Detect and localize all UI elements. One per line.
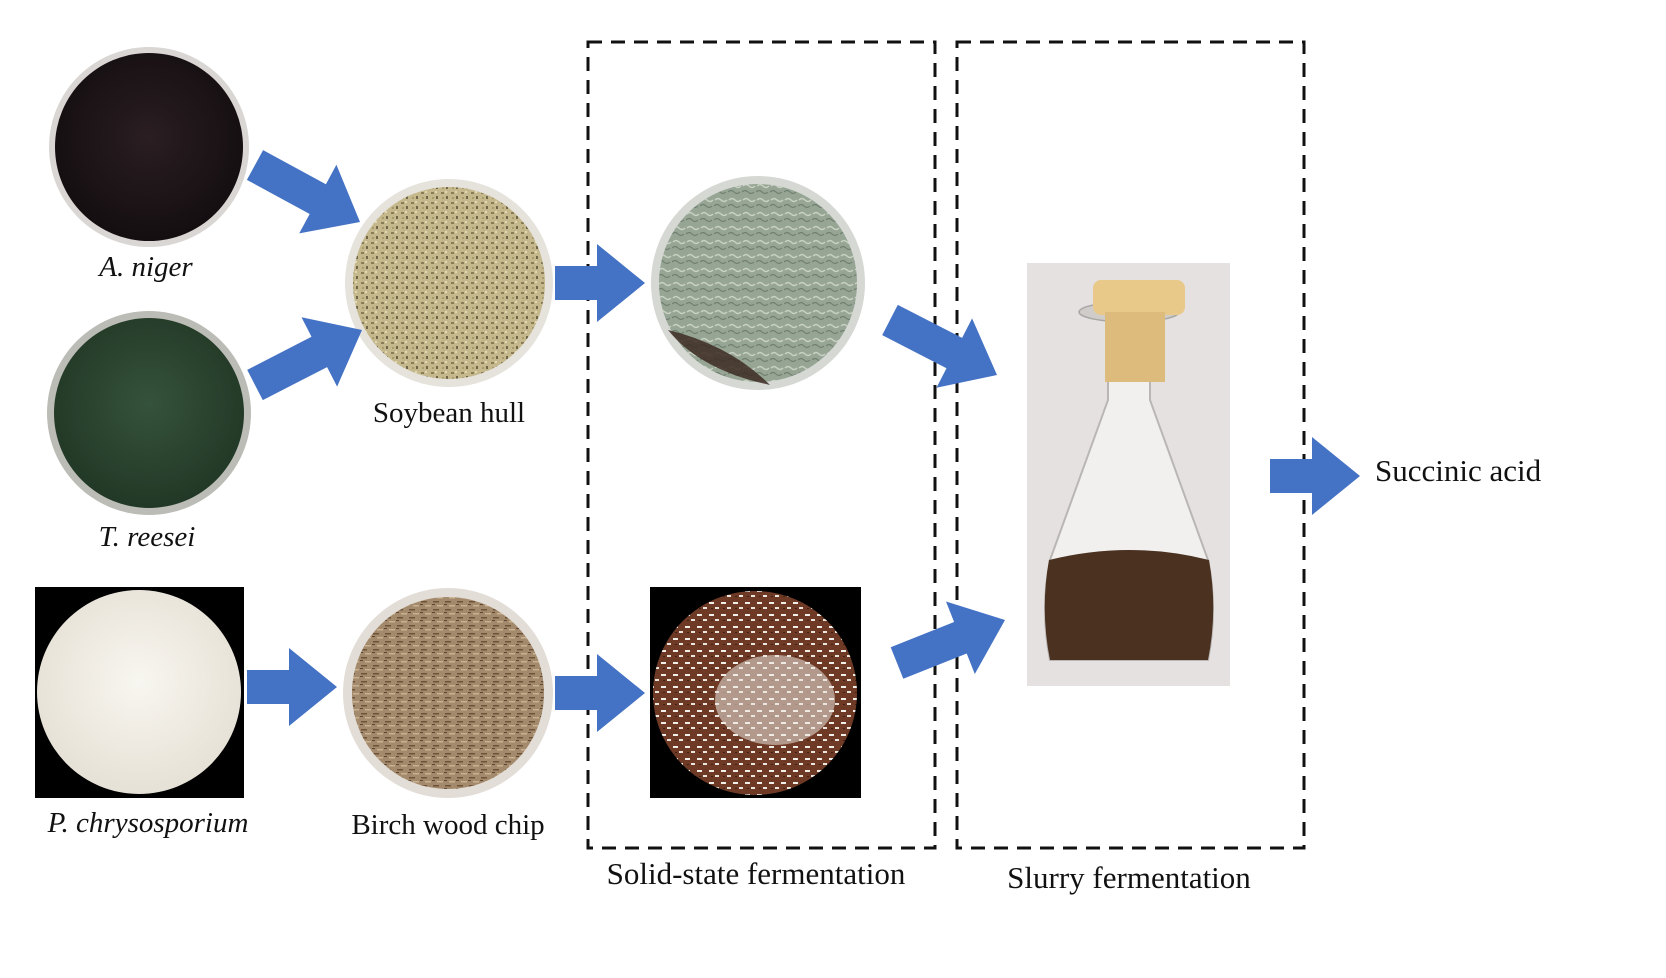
- soybean-hull-label: Soybean hull: [373, 397, 525, 429]
- t-reesei-petri-dish: [47, 311, 251, 515]
- soybean-hull-dish: [345, 179, 553, 387]
- arrow-ssf-birch-to-flask: [890, 601, 1005, 679]
- slurry-fermentation-label: Slurry fermentation: [1007, 860, 1251, 895]
- a-niger-label: A. niger: [97, 251, 193, 283]
- erlenmeyer-flask-photo: [1027, 263, 1230, 686]
- arrow-soybean-to-ssf: [555, 244, 645, 322]
- birch-wood-chip-label: Birch wood chip: [351, 809, 544, 841]
- slurry-fermentation-box: [955, 40, 1306, 850]
- arrow-t-reesei-to-soybean: [247, 317, 362, 401]
- arrow-birch-to-ssf: [555, 654, 645, 732]
- succinic-acid-label: Succinic acid: [1375, 453, 1542, 488]
- arrow-p-chrysosporium-to-birch: [247, 648, 337, 726]
- solid-state-fermentation-label: Solid-state fermentation: [607, 856, 906, 891]
- flow-arrows: [246, 150, 1360, 732]
- arrow-a-niger-to-soybean: [246, 150, 360, 234]
- a-niger-petri-dish: [49, 47, 249, 247]
- p-chrysosporium-petri-dish: [35, 587, 244, 798]
- arrow-flask-to-succinic-acid: [1270, 437, 1360, 515]
- ssf-soybean-dish: [651, 176, 865, 390]
- t-reesei-label: T. reesei: [99, 521, 196, 553]
- p-chrysosporium-label: P. chrysosporium: [47, 807, 249, 839]
- arrow-ssf-soybean-to-flask: [882, 304, 997, 388]
- solid-state-fermentation-box: [586, 40, 937, 850]
- birch-wood-chip-dish: [343, 588, 553, 798]
- ssf-birch-dish: [650, 587, 861, 798]
